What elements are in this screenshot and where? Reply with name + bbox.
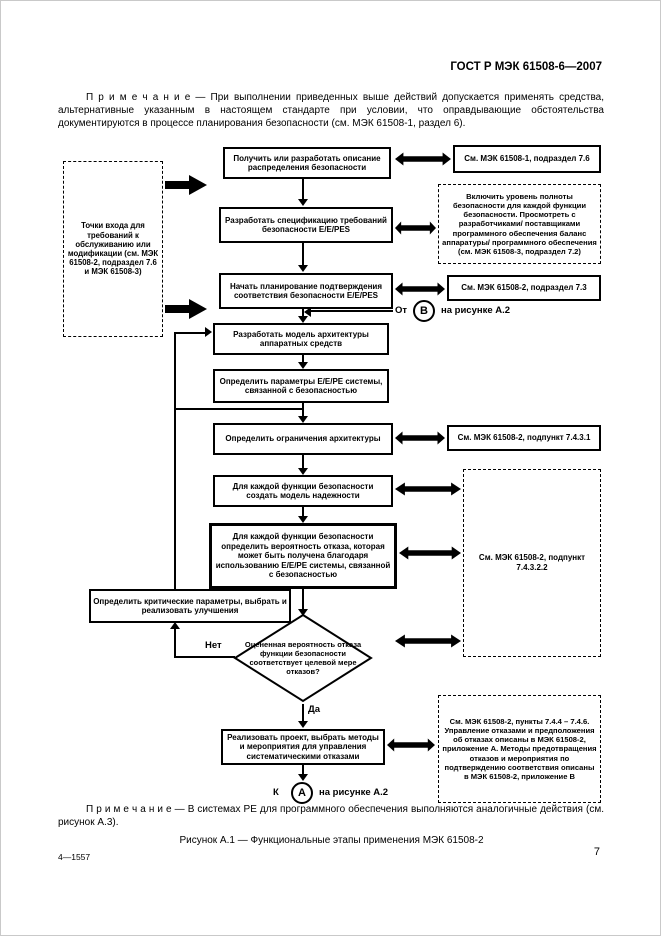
- ref-4-text: См. МЭК 61508-2, подпункт 7.4.3.1: [457, 433, 591, 443]
- arrowhead: [298, 516, 308, 523]
- entry-points-text: Точки входа для требований к обслуживани…: [67, 221, 159, 277]
- arrowhead: [304, 307, 311, 317]
- implement-text: Реализовать проект, выбрать методы и мер…: [227, 732, 379, 761]
- connector: [302, 765, 304, 776]
- step-box-7: Для каждой функции безопасности создать …: [213, 475, 393, 507]
- ref-box-4: См. МЭК 61508-2, подпункт 7.4.3.1: [447, 425, 601, 451]
- page-number: 7: [593, 846, 600, 858]
- feedback-line: [175, 408, 303, 410]
- yes-label: Да: [308, 704, 321, 715]
- decision-diamond: [233, 613, 373, 703]
- arrowhead: [298, 416, 308, 423]
- connector: [302, 309, 304, 318]
- step-3-text: Начать планирование подтверждения соотве…: [229, 281, 383, 300]
- ref-3-text: См. МЭК 61508-2, подраздел 7.3: [461, 283, 587, 293]
- no-label: Нет: [205, 640, 222, 651]
- from-label: От: [395, 305, 408, 316]
- improve-box: Определить критические параметры, выбрат…: [89, 589, 291, 623]
- ref-box-3: См. МЭК 61508-2, подраздел 7.3: [447, 275, 601, 301]
- step-box-6: Определить ограничения архитектуры: [213, 423, 393, 455]
- arrowhead: [170, 622, 180, 629]
- step-box-2: Разработать спецификацию требований безо…: [219, 207, 393, 243]
- note-bottom: П р и м е ч а н и е — В системах РЕ для …: [58, 804, 604, 829]
- connector: [302, 507, 304, 518]
- double-arrow: [395, 282, 445, 296]
- connector: [302, 243, 304, 267]
- ref-1-text: См. МЭК 61508-1, подраздел 7.6: [464, 154, 590, 164]
- arrowhead: [298, 468, 308, 475]
- to-label: К: [273, 787, 279, 798]
- connector: [302, 704, 304, 723]
- entry-arrow-bar: [165, 181, 189, 189]
- connector: [302, 589, 304, 611]
- entry-arrow-head: [189, 175, 207, 195]
- double-arrow: [395, 482, 461, 496]
- step-2-text: Разработать спецификацию требований безо…: [225, 215, 387, 234]
- page-title: ГОСТ Р МЭК 61508-6—2007: [450, 61, 602, 73]
- arrowhead: [298, 199, 308, 206]
- improve-text: Определить критические параметры, выбрат…: [93, 596, 287, 615]
- ref-box-5: См. МЭК 61508-2, подпункт 7.4.3.2.2: [463, 469, 601, 657]
- ref-5-text: См. МЭК 61508-2, подпункт 7.4.3.2.2: [478, 553, 586, 572]
- arrowhead: [298, 721, 308, 728]
- no-branch-line: [175, 656, 235, 658]
- ref-box-2: Включить уровень полноты безопасности дл…: [438, 184, 601, 264]
- ref-box-1: См. МЭК 61508-1, подраздел 7.6: [453, 145, 601, 173]
- ref-box-6: См. МЭК 61508-2, пункты 7.4.4 – 7.4.6. У…: [438, 695, 601, 803]
- step-6-text: Определить ограничения архитектуры: [225, 434, 381, 444]
- no-branch-line: [174, 629, 176, 658]
- double-arrow: [395, 221, 436, 235]
- connector: [302, 179, 304, 201]
- connector-b-circle: В: [413, 300, 435, 322]
- connector: [302, 355, 304, 364]
- footer-code: 4—1557: [58, 852, 91, 862]
- step-8-text: Для каждой функции безопасности определи…: [215, 532, 391, 580]
- note-top: П р и м е ч а н и е — При выполнении при…: [58, 92, 604, 130]
- step-4-text: Разработать модель архитектуры аппаратны…: [233, 329, 369, 348]
- double-arrow: [395, 634, 461, 648]
- arrowhead: [205, 327, 212, 337]
- from-b-line: [311, 310, 393, 312]
- step-box-4: Разработать модель архитектуры аппаратны…: [213, 323, 389, 355]
- entry-arrow-head: [189, 299, 207, 319]
- entry-arrow-bar: [165, 305, 189, 313]
- double-arrow: [399, 546, 461, 560]
- connector: [302, 403, 304, 418]
- arrowhead: [298, 774, 308, 781]
- feedback-line: [174, 332, 205, 334]
- step-box-1: Получить или разработать описание распре…: [223, 147, 391, 179]
- to-suffix-label: на рисунке А.2: [319, 787, 389, 798]
- figure-caption: Рисунок А.1 — Функциональные этапы приме…: [179, 835, 484, 846]
- arrowhead: [298, 265, 308, 272]
- connector: [302, 455, 304, 470]
- step-box-8: Для каждой функции безопасности определи…: [209, 523, 397, 589]
- connector-a-circle: А: [291, 782, 313, 804]
- step-1-text: Получить или разработать описание распре…: [233, 153, 381, 172]
- from-suffix-label: на рисунке А.2: [441, 305, 511, 316]
- double-arrow: [395, 431, 445, 445]
- step-7-text: Для каждой функции безопасности создать …: [232, 481, 374, 500]
- double-arrow: [395, 152, 451, 166]
- arrowhead: [298, 362, 308, 369]
- double-arrow: [387, 738, 435, 752]
- arrowhead: [298, 316, 308, 323]
- arrowhead: [298, 609, 308, 616]
- step-5-text: Определить параметры E/E/PE системы, свя…: [219, 376, 383, 395]
- decision-text: Оцененная вероятность отказа функции без…: [244, 640, 362, 676]
- entry-points-box: Точки входа для требований к обслуживани…: [63, 161, 163, 337]
- ref-2-text: Включить уровень полноты безопасности дл…: [442, 191, 597, 257]
- feedback-line: [174, 333, 176, 589]
- step-box-3: Начать планирование подтверждения соотве…: [219, 273, 393, 309]
- step-box-5: Определить параметры E/E/PE системы, свя…: [213, 369, 389, 403]
- ref-6-text: См. МЭК 61508-2, пункты 7.4.4 – 7.4.6. У…: [442, 716, 597, 782]
- implement-box: Реализовать проект, выбрать методы и мер…: [221, 729, 385, 765]
